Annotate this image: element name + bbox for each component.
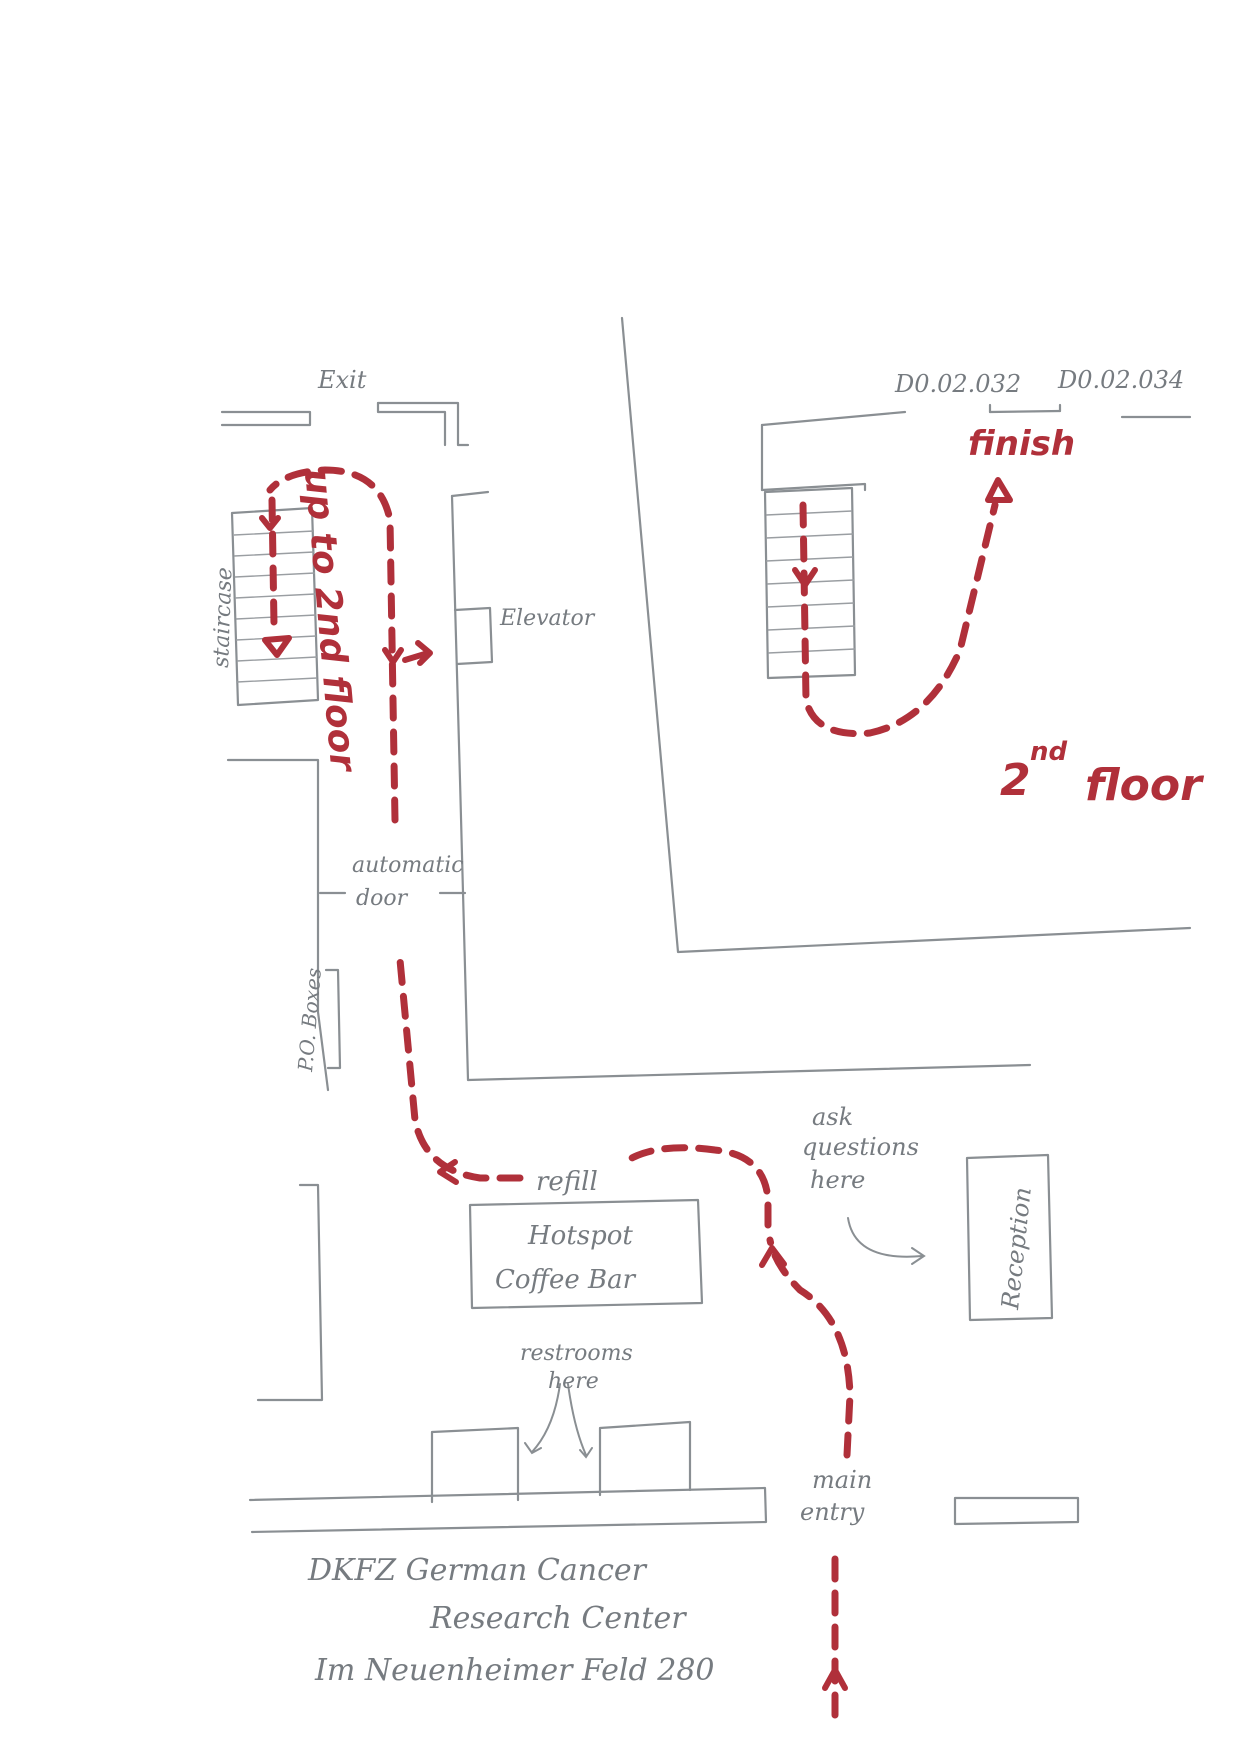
lobby-arrow xyxy=(759,1245,787,1268)
elevator-label: Elevator xyxy=(499,606,596,631)
inset-door-marks xyxy=(760,403,1062,492)
staircase-outline xyxy=(230,506,320,707)
elevator-arrow xyxy=(402,640,433,666)
exit-wall-right xyxy=(376,401,470,447)
finish-marker xyxy=(985,477,1013,503)
coffee-bar-label: Coffee Bar xyxy=(495,1265,637,1295)
inset-stair-arrow xyxy=(792,567,818,588)
po-boxes-label: P.O. Boxes xyxy=(293,967,326,1074)
main-label: main xyxy=(812,1466,872,1494)
inset-stair-top xyxy=(760,482,867,492)
route-lobby xyxy=(766,1236,854,1459)
route-refill-loop xyxy=(621,1144,772,1229)
lobby-left-wall xyxy=(256,1183,324,1402)
second-floor-inset xyxy=(620,316,1192,954)
second-floor-suffix: nd xyxy=(1030,737,1068,767)
route-second-floor xyxy=(799,501,999,738)
lobby-top-wall xyxy=(466,1063,1032,1082)
second-floor-number: 2 xyxy=(1000,755,1031,806)
ground-floor-walls xyxy=(220,401,1080,1534)
elevator-box xyxy=(453,606,494,666)
door-label: door xyxy=(356,886,409,911)
refill-arrow xyxy=(437,1159,459,1185)
staircase-label: staircase xyxy=(209,567,237,668)
automatic-label: automatic xyxy=(352,853,464,878)
route-corridor-up xyxy=(266,466,399,824)
restroom-arrow-right xyxy=(567,1383,593,1459)
stair-arrow-tick xyxy=(259,515,281,531)
inset-top-wall xyxy=(760,409,1192,427)
reception-arrow xyxy=(847,1217,926,1265)
elevator-top-wall xyxy=(450,490,490,498)
corridor-left-wall xyxy=(226,758,330,1092)
restroom-right xyxy=(598,1420,692,1497)
address-line-3: Im Neuenheimer Feld 280 xyxy=(314,1653,715,1688)
ask-label: ask xyxy=(812,1103,853,1131)
up-to-2nd-floor-label: up to 2nd floor xyxy=(296,467,363,775)
route xyxy=(259,466,1013,1719)
front-wall xyxy=(248,1486,768,1534)
hotspot-label: Hotspot xyxy=(527,1221,633,1251)
reception-label: Reception xyxy=(996,1186,1037,1312)
inset-staircase xyxy=(763,486,857,680)
address-line-2: Research Center xyxy=(429,1601,687,1636)
room-label-d0-02-032: D0.02.032 xyxy=(894,370,1021,398)
restroom-arrow-left xyxy=(524,1383,561,1455)
corridor-right-wall xyxy=(450,494,470,1082)
refill-label: refill xyxy=(536,1167,598,1197)
entry-label: entry xyxy=(800,1498,865,1526)
restrooms-label: restrooms xyxy=(520,1341,633,1366)
restroom-left xyxy=(430,1426,520,1504)
front-wall-right xyxy=(953,1496,1080,1526)
corridor-arrow-tick xyxy=(382,647,404,665)
exit-wall-right-inner xyxy=(376,401,447,447)
exit-label: Exit xyxy=(317,366,367,394)
room-label-d0-02-034: D0.02.034 xyxy=(1057,366,1184,394)
entry-arrow xyxy=(822,1667,848,1691)
address-line-1: DKFZ German Cancer xyxy=(307,1553,648,1588)
stair-arrow-head xyxy=(262,635,292,658)
exit-wall-left xyxy=(220,410,312,427)
route-to-door xyxy=(396,956,524,1182)
coffee-bar-box xyxy=(468,1198,704,1310)
finish-label: finish xyxy=(968,424,1075,464)
second-floor-word: floor xyxy=(1085,760,1204,811)
reception-box xyxy=(965,1153,1054,1322)
here-label: here xyxy=(810,1166,865,1194)
questions-label: questions xyxy=(802,1133,919,1161)
second-floor-label: 2 nd floor xyxy=(1000,737,1204,811)
inset-frame xyxy=(620,316,1192,954)
restrooms-here-label: here xyxy=(548,1369,599,1394)
po-boxes-box xyxy=(324,968,342,1070)
